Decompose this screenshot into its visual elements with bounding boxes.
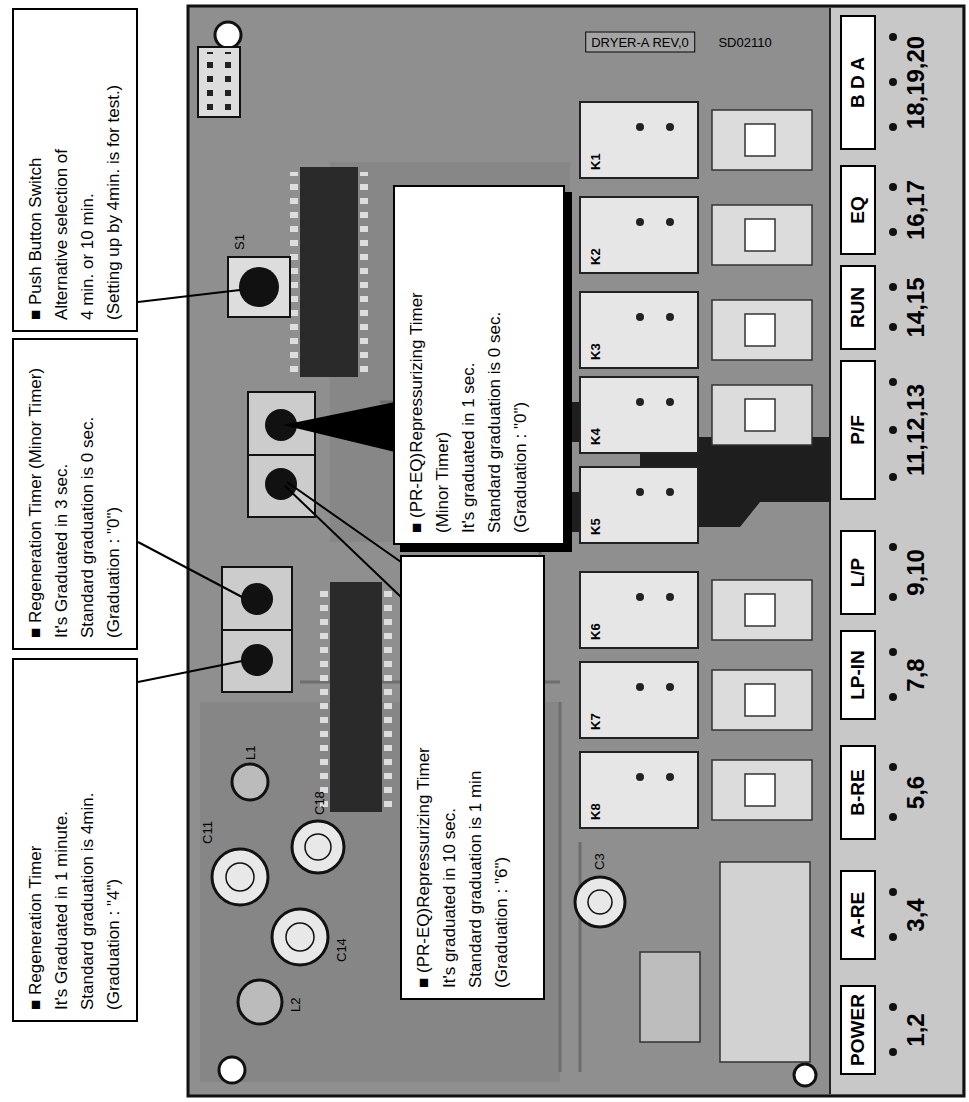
callout-text: (Setting up by 4min. is for test.)	[101, 20, 127, 320]
terminal-screws	[889, 33, 897, 1056]
terminal-label: POWER 1,2	[840, 985, 930, 1075]
callout-text: (Graduation : "6")	[489, 567, 515, 988]
terminal-name: RUN	[840, 265, 876, 350]
mounting-holes	[215, 22, 816, 1086]
callout-box: ■ (PR-EQ)Repressurizing TimerIt's gradua…	[400, 555, 545, 1000]
relay-label: K3	[588, 343, 603, 360]
terminal-numbers: 5,6	[902, 745, 930, 840]
terminal-name: B D A	[840, 15, 876, 150]
terminal-label: B D A 18,19,20	[840, 15, 930, 150]
callout-heading: ■ (PR-EQ)Repressurizing Timer (Minor Tim…	[404, 243, 456, 533]
part-label: S1	[232, 234, 247, 250]
relay-pins	[636, 123, 674, 781]
part-label: C18	[312, 791, 327, 815]
callout-text: Standard graduation is 0 sec.	[75, 350, 101, 638]
terminal-label: B-RE 5,6	[840, 745, 930, 840]
callout-box: ■ Regeneration TimerIt's Graduated in 1 …	[12, 658, 138, 1022]
callout-box: ■ (PR-EQ)Repressurizing Timer (Minor Tim…	[393, 185, 565, 545]
callout-heading: ■ Regeneration Timer (Minor Timer)	[23, 350, 49, 638]
terminal-name: EQ	[840, 165, 876, 255]
callout-box: ■ Regeneration Timer (Minor Timer)It's G…	[12, 338, 138, 650]
terminal-name: L/P	[840, 530, 876, 615]
terminal-label: LP-IN 7,8	[840, 630, 930, 720]
leader-line	[138, 290, 240, 302]
part-label: L2	[288, 998, 303, 1012]
terminal-numbers: 16,17	[902, 165, 930, 255]
part-label: C3	[592, 853, 607, 870]
callout-text: Standard graduation is 4min.	[75, 670, 101, 1010]
terminal-strip	[830, 8, 962, 1094]
board-code: SD02110	[718, 35, 771, 50]
callout-text: Standard graduation is 0 sec.	[482, 197, 508, 533]
relays	[580, 102, 698, 828]
terminal-name: B-RE	[840, 745, 876, 840]
terminal-numbers: 7,8	[902, 630, 930, 720]
resistor-components	[640, 110, 812, 1062]
relay-label: K5	[588, 518, 603, 535]
terminal-name: A-RE	[840, 870, 876, 960]
terminal-name: POWER	[840, 985, 876, 1075]
terminal-numbers: 3,4	[902, 870, 930, 960]
header-connector	[198, 47, 240, 117]
board-name: DRYER-A REV,0	[585, 32, 695, 53]
callout-text: (Graduation : "0")	[101, 350, 127, 638]
callout-text: It's Graduated in 3 sec.	[49, 350, 75, 638]
callout-text: It's Graduated in 1 minute.	[49, 670, 75, 1010]
callout-heading: ■ Push Button Switch	[23, 20, 49, 320]
relay-label: K4	[588, 428, 603, 445]
terminal-numbers: 14,15	[902, 265, 930, 350]
board	[188, 6, 964, 1096]
leader-line	[285, 486, 401, 597]
terminal-numbers: 11,12,13	[902, 360, 930, 500]
terminal-label: P/F 11,12,13	[840, 360, 930, 500]
terminal-numbers: 18,19,20	[902, 15, 930, 150]
terminal-label: RUN 14,15	[840, 265, 930, 350]
callout-text: (Graduation : "4")	[101, 670, 127, 1010]
callout-heading: ■ (PR-EQ)Repressurizing Timer	[411, 567, 437, 988]
relay-label: K7	[588, 713, 603, 730]
push-button-switch	[228, 257, 290, 317]
terminal-numbers: 1,2	[902, 985, 930, 1075]
relay-label: K6	[588, 623, 603, 640]
relay-label: K1	[588, 153, 603, 170]
callout-box: ■ Push Button SwitchAlternative selectio…	[12, 8, 138, 332]
callout-heading: ■ Regeneration Timer	[23, 670, 49, 1010]
part-label: L1	[243, 746, 258, 760]
repressurizing-timer-pots	[248, 392, 315, 517]
part-label: C11	[200, 821, 215, 844]
terminal-label: L/P 9,10	[840, 530, 930, 615]
leader-line	[287, 482, 401, 562]
terminal-label: EQ 16,17	[840, 165, 930, 255]
callout-text: It's graduated in 1 sec.	[456, 197, 482, 533]
callout-text: It's graduated in 10 sec.	[437, 567, 463, 988]
leader-line	[138, 542, 242, 597]
terminal-label: A-RE 3,4	[840, 870, 930, 960]
terminal-name: P/F	[840, 360, 876, 500]
relay-label: K2	[588, 248, 603, 265]
callout-text: Alternative selection of 4 min. or 10 mi…	[49, 142, 101, 320]
part-label: C14	[334, 938, 349, 962]
terminal-numbers: 9,10	[902, 530, 930, 615]
leader-line	[138, 661, 242, 682]
regeneration-timer-pots	[222, 567, 292, 692]
terminal-name: LP-IN	[840, 630, 876, 720]
callout-text: Standard graduation is 1 min	[463, 567, 489, 988]
callout-pointer	[283, 402, 395, 452]
relay-label: K8	[588, 803, 603, 820]
callout-text: (Graduation : "0")	[508, 197, 534, 533]
